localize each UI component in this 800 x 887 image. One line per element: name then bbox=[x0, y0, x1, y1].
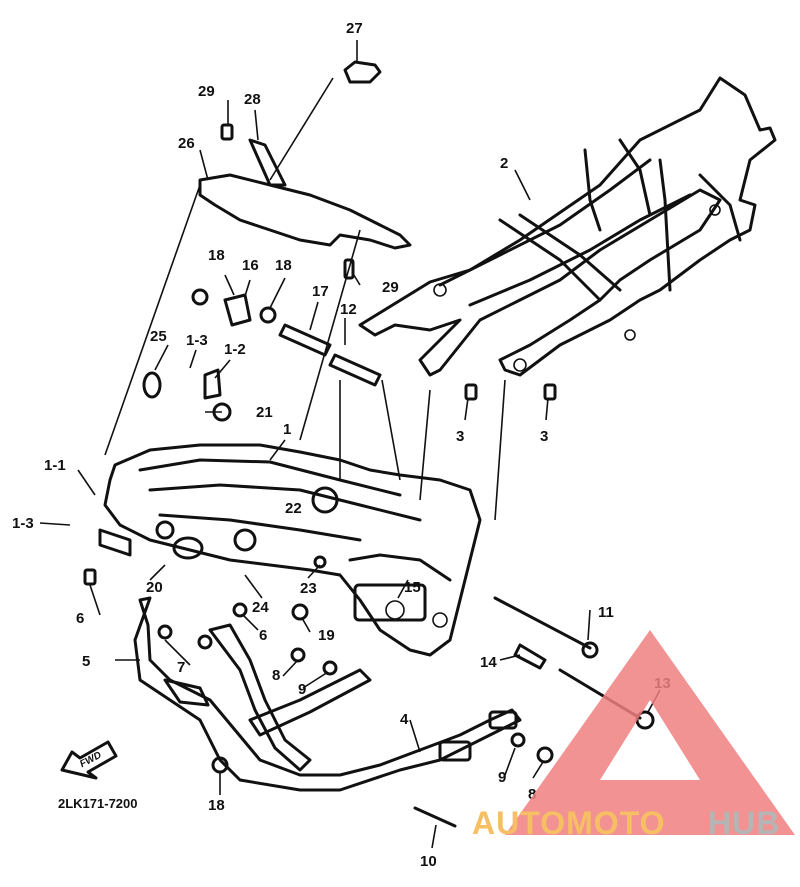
watermark-text-hub: HUB bbox=[708, 805, 780, 841]
label-6-left: 6 bbox=[76, 610, 84, 627]
label-1-1: 1-1 bbox=[44, 457, 66, 474]
label-5: 5 bbox=[82, 653, 90, 670]
side-plate bbox=[198, 173, 412, 250]
label-22: 22 bbox=[285, 500, 302, 517]
label-20: 20 bbox=[146, 579, 163, 596]
label-8-lower: 8 bbox=[528, 786, 536, 803]
label-24: 24 bbox=[252, 599, 269, 616]
label-26: 26 bbox=[178, 135, 195, 152]
label-18-upper: 18 bbox=[208, 247, 225, 264]
label-25: 25 bbox=[150, 328, 167, 345]
label-17: 17 bbox=[312, 283, 329, 300]
engine-brackets bbox=[133, 596, 522, 792]
rear-frame bbox=[358, 76, 777, 377]
part-28-tube bbox=[248, 138, 287, 187]
label-27: 27 bbox=[346, 20, 363, 37]
label-18-lower: 18 bbox=[208, 797, 225, 814]
label-10: 10 bbox=[420, 853, 437, 870]
part-27-bracket bbox=[343, 60, 382, 84]
label-3-left: 3 bbox=[456, 428, 464, 445]
part-code: 2LK171-7200 bbox=[58, 796, 138, 811]
label-12: 12 bbox=[340, 301, 357, 318]
fwd-arrow: FWD bbox=[60, 740, 118, 780]
label-11: 11 bbox=[598, 604, 614, 621]
label-21: 21 bbox=[256, 404, 273, 421]
label-16: 16 bbox=[242, 257, 259, 274]
hardware bbox=[83, 123, 655, 828]
watermark-text-automoto: AUTOMOTO bbox=[472, 805, 665, 841]
label-9-lower: 9 bbox=[498, 769, 506, 786]
fwd-label: FWD bbox=[78, 750, 103, 770]
label-9-middle: 9 bbox=[298, 681, 306, 698]
label-29-top: 29 bbox=[198, 83, 215, 100]
label-4: 4 bbox=[400, 711, 409, 728]
leader-lines bbox=[39, 40, 661, 849]
label-18-middle: 18 bbox=[275, 257, 292, 274]
label-1: 1 bbox=[283, 421, 291, 438]
callout-labels: 27 29 28 26 2 18 16 18 29 17 12 25 1-3 1… bbox=[12, 20, 671, 870]
label-7: 7 bbox=[177, 659, 185, 676]
label-19: 19 bbox=[318, 627, 335, 644]
label-23: 23 bbox=[300, 580, 317, 597]
label-14: 14 bbox=[480, 654, 497, 671]
label-1-3-lower: 1-3 bbox=[12, 515, 34, 532]
label-1-2: 1-2 bbox=[224, 341, 246, 358]
watermark: AUTOMOTO HUB bbox=[472, 630, 795, 841]
label-1-3-upper: 1-3 bbox=[186, 332, 208, 349]
label-6-right: 6 bbox=[259, 627, 267, 644]
label-28: 28 bbox=[244, 91, 261, 108]
watermark-triangle-logo bbox=[505, 630, 795, 835]
label-8-middle: 8 bbox=[272, 667, 280, 684]
label-29-mid: 29 bbox=[382, 279, 399, 296]
label-2: 2 bbox=[500, 155, 508, 172]
main-frame bbox=[98, 443, 482, 657]
label-15: 15 bbox=[404, 579, 421, 596]
label-3-right: 3 bbox=[540, 428, 548, 445]
